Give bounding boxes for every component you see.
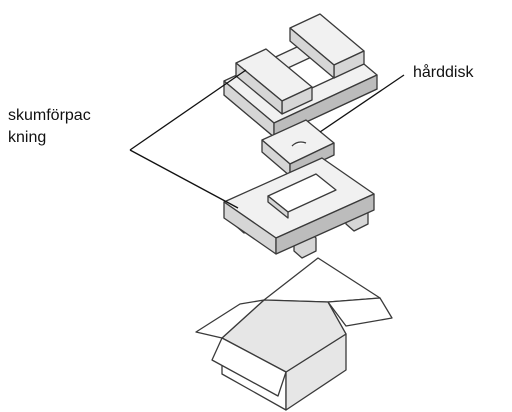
foam-packing-label-line2: kning	[8, 129, 47, 146]
foam-leader-lines	[129, 69, 247, 209]
hard-drive-leader-line	[319, 74, 405, 133]
foam-packing-bottom-icon	[223, 157, 375, 259]
hard-drive-label: hårddisk	[413, 64, 474, 81]
foam-packing-label: skumförpac kning	[8, 105, 91, 149]
shipping-box-icon	[195, 257, 393, 411]
foam-packing-label-line1: skumförpac	[8, 107, 91, 124]
foam-packing-top-icon	[223, 13, 378, 138]
